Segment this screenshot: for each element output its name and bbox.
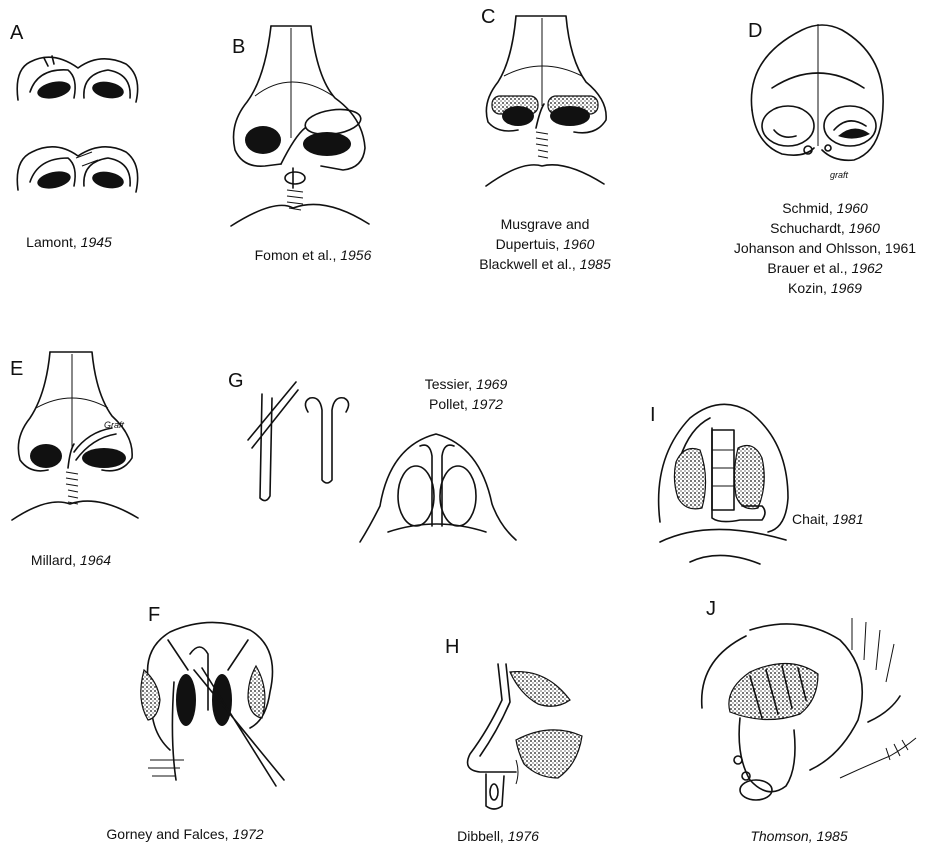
- caption-c-year-3: 1985: [580, 256, 611, 272]
- caption-c-year-2: 1960: [563, 236, 594, 252]
- caption-e: Millard, 1964: [16, 550, 126, 570]
- caption-b-year: 1956: [340, 247, 371, 263]
- dibbell-illustration: [446, 660, 596, 810]
- millard-illustration: Graft: [8, 344, 158, 534]
- caption-j: Thomson, 1985: [734, 826, 864, 846]
- caption-a-author: Lamont,: [26, 234, 77, 250]
- caption-c-author-2: Dupertuis,: [496, 236, 560, 252]
- caption-d-year-2: 1960: [849, 220, 880, 236]
- caption-d-author-4: Brauer et al.,: [767, 260, 847, 276]
- caption-a-year: 1945: [81, 234, 112, 250]
- caption-d-author-5: Kozin,: [788, 280, 827, 296]
- caption-d-year-5: 1969: [831, 280, 862, 296]
- caption-a: Lamont, 1945: [14, 232, 124, 252]
- caption-j-author: Thomson,: [750, 828, 812, 844]
- caption-c-author-3: Blackwell et al.,: [479, 256, 575, 272]
- thomson-illustration: [690, 600, 930, 820]
- graft-label-d: graft: [830, 170, 849, 180]
- chait-illustration: [650, 388, 810, 578]
- caption-f-year: 1972: [232, 826, 263, 842]
- caption-c: Musgrave and Dupertuis, 1960 Blackwell e…: [466, 214, 624, 274]
- caption-g-year-2: 1972: [472, 396, 503, 412]
- caption-f-author: Gorney and Falces,: [106, 826, 228, 842]
- fomon-illustration: [225, 18, 375, 238]
- lamont-illustration: [8, 40, 148, 220]
- caption-d-year-3: 1961: [885, 240, 916, 256]
- musgrave-illustration: [478, 10, 628, 200]
- caption-g-author-2: Pollet,: [429, 396, 468, 412]
- graft-label-e: Graft: [104, 420, 125, 430]
- caption-e-author: Millard,: [31, 552, 76, 568]
- caption-g-author-1: Tessier,: [425, 376, 472, 392]
- caption-i: Chait, 1981: [792, 509, 892, 529]
- caption-d-year-1: 1960: [837, 200, 868, 216]
- caption-d-author-1: Schmid,: [782, 200, 833, 216]
- caption-d-author-3: Johanson and Ohlsson,: [734, 240, 881, 256]
- caption-d: Schmid, 1960 Schuchardt, 1960 Johanson a…: [708, 198, 942, 298]
- caption-j-year: 1985: [816, 828, 847, 844]
- caption-d-year-4: 1962: [851, 260, 882, 276]
- caption-b-author: Fomon et al.,: [255, 247, 337, 263]
- caption-b: Fomon et al., 1956: [248, 245, 378, 265]
- caption-f: Gorney and Falces, 1972: [100, 824, 270, 844]
- caption-h-year: 1976: [508, 828, 539, 844]
- caption-h: Dibbell, 1976: [448, 826, 548, 846]
- caption-h-author: Dibbell,: [457, 828, 504, 844]
- panel-letter-h: H: [445, 636, 459, 659]
- caption-e-year: 1964: [80, 552, 111, 568]
- caption-i-author: Chait,: [792, 511, 829, 527]
- caption-c-author-1: Musgrave and: [501, 216, 590, 232]
- caption-i-year: 1981: [832, 511, 863, 527]
- caption-g: Tessier, 1969 Pollet, 1972: [406, 374, 526, 414]
- caption-g-year-1: 1969: [476, 376, 507, 392]
- gorney-illustration: [130, 610, 300, 790]
- schmid-illustration: graft: [742, 18, 892, 188]
- caption-d-author-2: Schuchardt,: [770, 220, 845, 236]
